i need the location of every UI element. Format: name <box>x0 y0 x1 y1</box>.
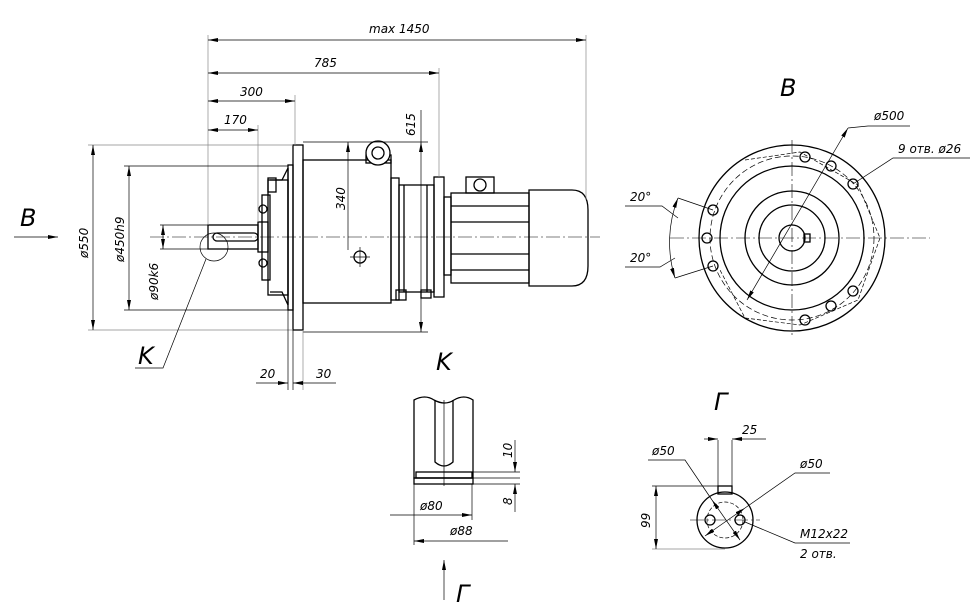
detail-k: K 10 8 ø80 ø88 Г <box>390 348 520 608</box>
dim-8: 8 <box>501 497 515 505</box>
view-g: Г 25 ø50 ø50 99 M12x22 2 отв. <box>639 388 850 561</box>
holes-leader <box>852 157 970 185</box>
dim-340: 340 <box>334 187 348 210</box>
angle-top: 20° <box>630 190 651 204</box>
bolt-holes <box>701 151 859 326</box>
dim-615: 615 <box>404 113 418 136</box>
detail-k-leader <box>135 258 207 369</box>
fan-cover <box>528 189 589 287</box>
dim-785: 785 <box>314 56 337 70</box>
view-b: B ø500 9 отв. ø26 <box>625 74 970 335</box>
dim-170: 170 <box>224 113 247 127</box>
lifting-eye <box>365 140 391 166</box>
thread-spec: M12x22 <box>800 527 848 541</box>
angle-bottom: 20° <box>630 251 651 265</box>
dim-dia-500: ø500 <box>873 109 905 123</box>
view-g-arrow-label: Г <box>456 580 471 608</box>
dim-25: 25 <box>742 423 757 437</box>
thread-leader <box>744 521 850 544</box>
dim-dia-550: ø550 <box>77 227 91 259</box>
dim-dia-90k6: ø90k6 <box>147 262 161 301</box>
view-b-title: B <box>780 74 796 102</box>
dim-99: 99 <box>639 513 653 528</box>
holes-spec: 9 отв. ø26 <box>898 142 961 156</box>
dim-dia-80: ø80 <box>419 499 443 513</box>
dim-dia-450h9: ø450h9 <box>113 217 127 264</box>
main-side-view: max 1450 785 300 170 615 340 ø550 ø450h9… <box>14 22 600 390</box>
view-g-title: Г <box>714 388 729 416</box>
dim-dia-50-b: ø50 <box>799 457 823 471</box>
dim-20: 20 <box>260 367 276 381</box>
dim-overall-length: max 1450 <box>369 22 430 36</box>
detail-k-callout: K <box>138 342 156 370</box>
detail-k-title: K <box>436 348 454 376</box>
dim-dia-50-a: ø50 <box>651 444 675 458</box>
mounting-flange <box>292 144 304 331</box>
dim-10: 10 <box>501 442 515 458</box>
thread-count: 2 отв. <box>800 547 837 561</box>
dim-dia-88: ø88 <box>449 524 473 538</box>
detail-k-circle <box>199 232 229 262</box>
gear-housing <box>302 159 392 304</box>
view-b-arrow-label: B <box>20 204 36 232</box>
dim-30: 30 <box>316 367 332 381</box>
dim-300: 300 <box>240 85 263 99</box>
terminal-box <box>465 176 495 194</box>
